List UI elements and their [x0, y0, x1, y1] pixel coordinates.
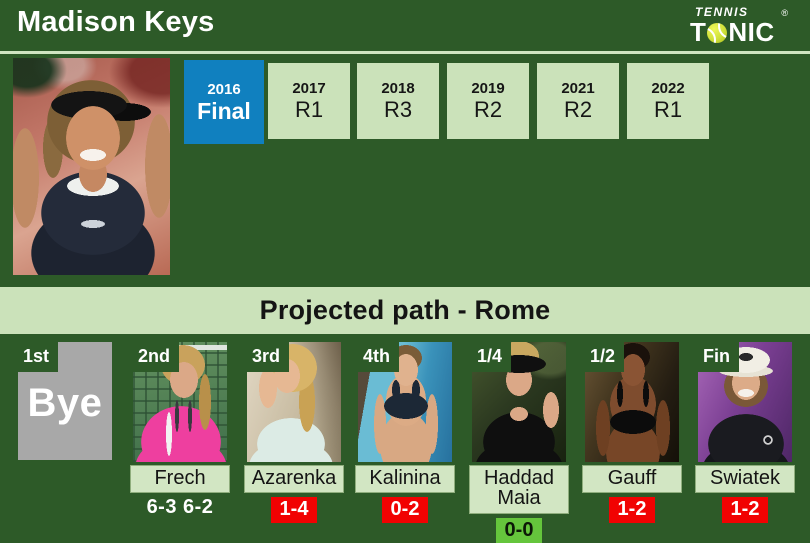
round-column-2nd: 2nd Frech 6-3 6-2: [130, 342, 230, 517]
player-photo-azarenka: 3rd: [247, 342, 341, 462]
madison-keys-portrait: [13, 58, 170, 275]
year-label: 2021: [561, 80, 595, 97]
year-label: 2016: [207, 80, 241, 98]
header-divider: [0, 51, 810, 54]
h2h-record: 0-0: [496, 517, 542, 543]
round-column-4th: 4th Kalinina 0-2: [355, 342, 455, 524]
player-photo-swiatek: Fin: [698, 342, 792, 462]
h2h-record: 1-2: [722, 497, 768, 524]
result-label: R1: [294, 97, 324, 122]
registered-mark: ®: [781, 8, 788, 18]
player-name-tag: Frech: [130, 465, 230, 494]
page-title: Madison Keys: [17, 6, 215, 38]
round-label: 3rd: [247, 342, 290, 372]
year-label: 2022: [651, 80, 685, 97]
year-label: 2018: [381, 80, 415, 97]
player-name-tag: Swiatek: [695, 465, 795, 494]
result-label: Final: [197, 97, 251, 124]
result-label: R2: [563, 97, 593, 122]
h2h-record: 1-2: [609, 497, 655, 524]
projected-path-heading: Projected path - Rome: [259, 295, 551, 325]
round-label: 2nd: [133, 342, 180, 372]
result-label: R1: [653, 97, 683, 122]
year-label: 2017: [292, 80, 326, 97]
projected-path-banner: Projected path - Rome: [0, 287, 810, 334]
player-name-tag: Gauff: [582, 465, 682, 494]
round-column-1st: 1st Bye: [15, 342, 115, 460]
h2h-record: 1-4: [271, 497, 317, 524]
logo-tennis-text: TENNIS: [695, 5, 749, 19]
h2h-record: 0-2: [382, 497, 428, 524]
round-column-semifinal: 1/2 Gauff 1-2: [582, 342, 682, 524]
history-card-2016: 2016 Final: [184, 60, 264, 144]
history-card-2017: 2017 R1: [268, 63, 350, 139]
history-card-2018: 2018 R3: [357, 63, 439, 139]
round-label: 4th: [358, 342, 399, 372]
player-photo-haddad-maia: 1/4: [472, 342, 566, 462]
brand-logo: TENNIS T NIC ®: [690, 5, 788, 45]
player-photo-kalinina: 4th: [358, 342, 452, 462]
year-label: 2019: [471, 80, 505, 97]
round-column-quarterfinal: 1/4 Haddad Maia 0-0: [469, 342, 569, 543]
bye-label: Bye: [27, 380, 103, 425]
player-photo-frech: 2nd: [133, 342, 227, 462]
result-label: R3: [383, 97, 413, 122]
logo-tonic-text: T NIC: [690, 19, 786, 45]
round-label: Fin: [698, 342, 739, 372]
logo-t: T: [690, 17, 707, 47]
logo-nic: NIC: [728, 17, 775, 47]
round-label: 1/2: [585, 342, 625, 372]
history-card-2022: 2022 R1: [627, 63, 709, 139]
player-name-tag: Haddad Maia: [469, 465, 569, 514]
tennis-ball-icon: [707, 22, 728, 43]
player-name-tag: Azarenka: [244, 465, 344, 494]
player-photo-gauff: 1/2: [585, 342, 679, 462]
history-card-2021: 2021 R2: [537, 63, 619, 139]
history-card-2019: 2019 R2: [447, 63, 529, 139]
round-column-3rd: 3rd Azarenka 1-4: [244, 342, 344, 524]
player-name-tag: Kalinina: [355, 465, 455, 494]
round-label: 1/4: [472, 342, 512, 372]
round-column-final: Fin Swiatek 1-2: [695, 342, 795, 524]
round-label: 1st: [18, 342, 59, 372]
match-score: 6-3 6-2: [146, 496, 214, 519]
result-label: R2: [473, 97, 503, 122]
bye-box: 1st Bye: [18, 342, 112, 460]
